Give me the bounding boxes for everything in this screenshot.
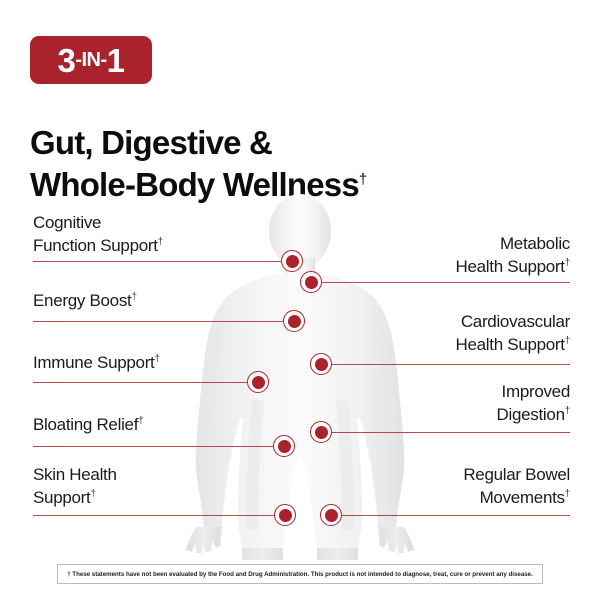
body-point-energy-boost[interactable] [283,310,305,332]
label-line-1: Improved [501,382,571,401]
body-point-skin-health-support[interactable] [274,504,296,526]
leader-line-improved-digestion [322,432,570,433]
dagger-symbol: † [157,235,164,247]
label-line-1: Cardiovascular [460,312,570,331]
page-title: Gut, Digestive & Whole-Body Wellness† [30,122,575,206]
body-point-metabolic-health-support[interactable] [300,271,322,293]
badge-number-suffix: 1 [106,41,125,79]
callout-label-energy-boost: Energy Boost† [33,290,137,313]
dagger-symbol: † [131,291,137,303]
body-point-bloating-relief[interactable] [273,435,295,457]
callout-regular-bowel-movements[interactable]: Regular Bowel Movements† [320,464,570,526]
three-in-one-badge: 3-IN-1 [30,36,152,84]
title-line-2: Whole-Body Wellness [30,166,360,204]
badge-number-prefix: 3 [57,41,76,79]
body-point-regular-bowel-movements[interactable] [320,504,342,526]
body-point-cardiovascular-health-support[interactable] [310,353,332,375]
badge-middle-text: -IN- [75,49,107,71]
label-line-1: Metabolic [499,234,570,253]
body-point-cognitive-function-support[interactable] [281,250,303,272]
callout-energy-boost[interactable]: Energy Boost† [33,290,305,332]
body-point-immune-support[interactable] [247,371,269,393]
callout-label-cardiovascular-health-support: Cardiovascular Health Support† [455,311,571,356]
callout-cognitive-function-support[interactable]: Cognitive Function Support† [33,212,303,272]
callout-label-skin-health-support: Skin Health Support† [33,464,117,509]
label-line-2: Support [33,487,91,507]
label-line-2: Function Support [33,235,158,255]
dagger-symbol: † [564,404,571,416]
callout-label-regular-bowel-movements: Regular Bowel Movements† [463,464,570,509]
leader-line-bloating-relief [33,446,281,447]
label-line-2: Health Support [455,256,566,276]
label-line-1: Skin Health [33,465,117,484]
dagger-symbol: † [90,487,96,499]
label-line-1: Regular Bowel [463,465,570,484]
callout-bloating-relief[interactable]: Bloating Relief† [33,414,305,457]
title-line-1: Gut, Digestive & [30,124,273,162]
callout-skin-health-support[interactable]: Skin Health Support† [33,464,313,526]
label-line-1: Bloating Relief [33,415,139,434]
label-line-2: Movements [479,487,565,507]
callout-label-immune-support: Immune Support† [33,352,160,375]
callout-cardiovascular-health-support[interactable]: Cardiovascular Health Support† [310,311,571,375]
dagger-symbol: † [564,256,571,268]
fda-disclaimer: † These statements have not been evaluat… [57,564,543,584]
title-dagger: † [358,171,368,189]
label-line-1: Cognitive [33,213,102,232]
leader-line-skin-health-support [33,515,282,516]
callout-label-metabolic-health-support: Metabolic Health Support† [455,233,571,278]
label-line-2: Digestion [496,404,565,424]
label-line-1: Energy Boost [33,291,132,310]
leader-line-immune-support [33,382,255,383]
body-point-improved-digestion[interactable] [310,421,332,443]
callout-label-bloating-relief: Bloating Relief† [33,414,144,437]
leader-line-cognitive-function-support [33,261,289,262]
callout-immune-support[interactable]: Immune Support† [33,352,283,393]
label-line-2: Health Support [455,334,566,354]
leader-line-regular-bowel-movements [332,515,570,516]
label-line-1: Immune Support [33,353,155,372]
callout-improved-digestion[interactable]: Improved Digestion† [310,381,571,443]
callout-metabolic-health-support[interactable]: Metabolic Health Support† [300,233,571,293]
leader-line-energy-boost [33,321,291,322]
leader-line-cardiovascular-health-support [322,364,570,365]
callout-label-cognitive-function-support: Cognitive Function Support† [33,212,163,257]
callout-label-improved-digestion: Improved Digestion† [496,381,571,426]
disclaimer-text: † These statements have not been evaluat… [67,570,533,578]
dagger-symbol: † [154,353,160,365]
dagger-symbol: † [564,487,571,499]
dagger-symbol: † [564,334,571,346]
leader-line-metabolic-health-support [312,282,570,283]
dagger-symbol: † [138,415,144,427]
